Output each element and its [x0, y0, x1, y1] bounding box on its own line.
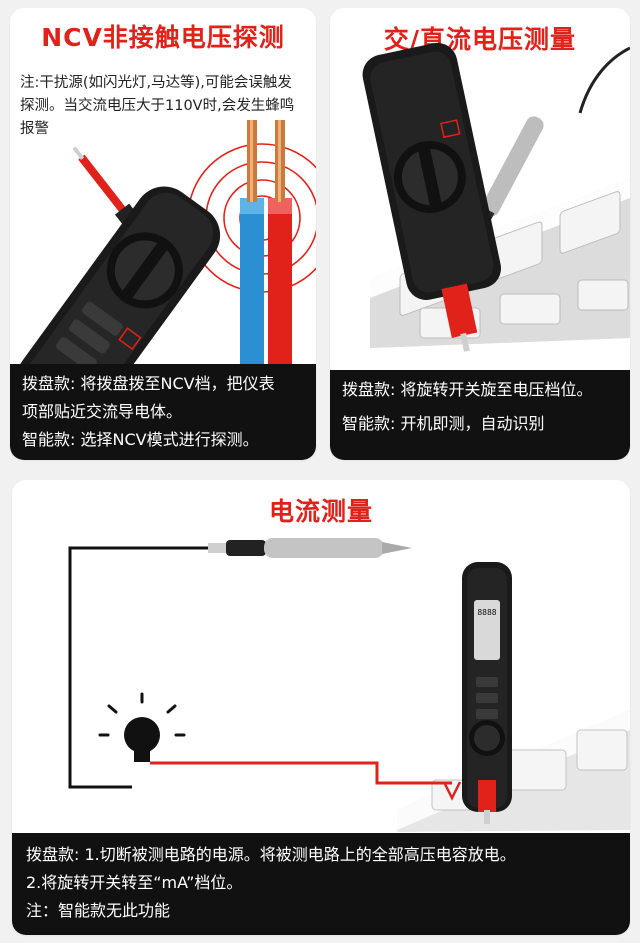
ncv-caption-line: 项部贴近交流导电体。 — [22, 402, 183, 421]
voltage-card: 交/直流电压测量 — [330, 8, 630, 460]
current-card: 电流测量 — [12, 480, 630, 935]
voltage-caption-line: 拨盘款: 将旋转开关旋至电压档位。 — [342, 380, 593, 399]
current-caption: 拨盘款: 1.切断被测电路的电源。将被测电路上的全部高压电容放电。 2.将旋转开… — [12, 833, 630, 935]
ncv-note: 注:干扰源(如闪光灯,马达等),可能会误触发探测。当交流电压大于110V时,会发… — [20, 75, 295, 137]
voltage-caption: 拨盘款: 将旋转开关旋至电压档位。 智能款: 开机即测，自动识别 — [330, 370, 630, 460]
current-caption-line: 2.将旋转开关转至“mA”档位。 — [26, 873, 243, 892]
ncv-card: NCV非接触电压探测 注:干扰源(如闪光灯,马达等),可能会误触发探测。当交流电… — [10, 8, 316, 460]
ncv-caption: 拨盘款: 将拨盘拨至NCV档，把仪表 项部贴近交流导电体。 智能款: 选择NCV… — [10, 364, 316, 460]
ncv-caption-line: 智能款: 选择NCV模式进行探测。 — [22, 430, 259, 449]
ncv-caption-line: 拨盘款: 将拨盘拨至NCV档，把仪表 — [22, 374, 275, 393]
current-illustration — [68, 538, 630, 832]
ncv-title: NCV非接触电压探测 — [41, 23, 285, 52]
bulb-icon — [98, 692, 186, 762]
device-display-digits: 8888 — [477, 608, 497, 617]
current-title: 电流测量 — [268, 497, 373, 526]
voltage-caption-line: 智能款: 开机即测，自动识别 — [342, 414, 545, 433]
current-caption-line: 注：智能款无此功能 — [26, 901, 171, 920]
ncv-illustration — [16, 120, 316, 428]
voltage-illustration — [362, 42, 630, 352]
current-caption-line: 拨盘款: 1.切断被测电路的电源。将被测电路上的全部高压电容放电。 — [26, 845, 516, 864]
